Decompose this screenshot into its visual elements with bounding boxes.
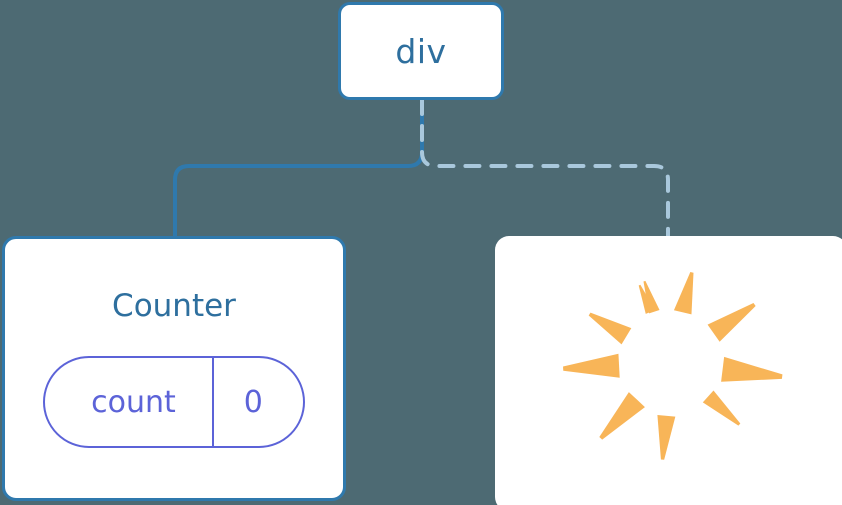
ray-s	[657, 415, 676, 460]
ray-e	[721, 356, 783, 382]
ray-ssw	[599, 392, 645, 440]
ray-n	[673, 272, 694, 315]
node-counter-label: Counter	[112, 288, 236, 324]
ray-w	[563, 353, 620, 378]
node-loading[interactable]	[495, 236, 842, 505]
node-counter[interactable]: Counter count 0	[2, 236, 346, 501]
ray-wnw	[588, 312, 632, 345]
spinner-burst-icon	[563, 272, 783, 460]
state-pill-count[interactable]: count 0	[43, 356, 305, 448]
ray-ese	[702, 390, 741, 426]
node-div-label: div	[395, 31, 447, 71]
state-key: count	[91, 384, 176, 420]
edge-div-to-loading	[420, 98, 670, 240]
ray-nnw	[643, 280, 660, 314]
state-value: 0	[243, 384, 263, 420]
edge-div-to-counter	[173, 98, 424, 240]
ray-ne	[707, 302, 756, 342]
node-div[interactable]: div	[338, 2, 504, 100]
state-pill-divider	[211, 358, 214, 446]
